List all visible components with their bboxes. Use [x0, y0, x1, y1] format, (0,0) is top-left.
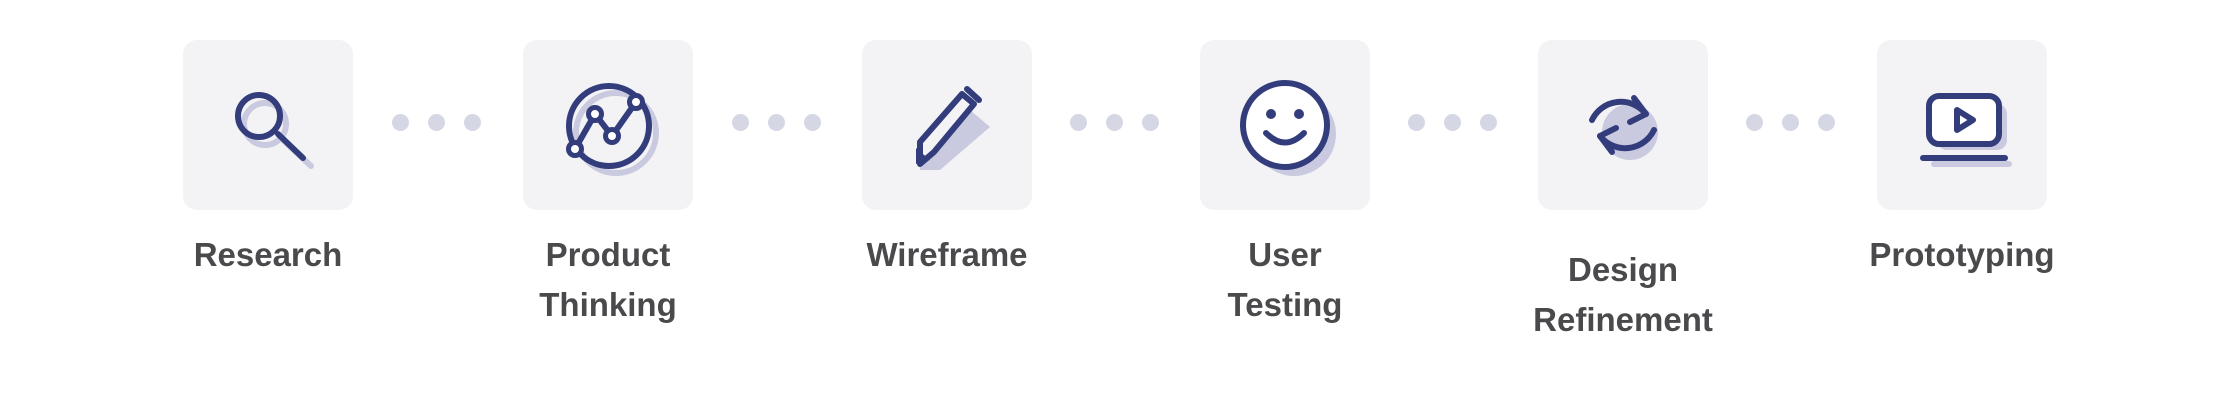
smiley-face-icon: [1240, 80, 1336, 176]
connector-dot: [1106, 114, 1123, 131]
step-wireframe: Wireframe: [862, 40, 1032, 273]
refresh-icon: [1589, 95, 1658, 160]
pencil-icon: [916, 86, 990, 170]
search-icon: [235, 92, 314, 169]
analytics-graph-icon: [566, 83, 659, 176]
step-tile: [523, 40, 693, 210]
step-prototyping: Prototyping: [1869, 40, 2055, 273]
laptop-play-icon: [1920, 93, 2012, 167]
connector-dot: [1070, 114, 1087, 131]
step-tile: [1538, 40, 1708, 210]
connector-dot: [804, 114, 821, 131]
step-tile: [862, 40, 1032, 210]
connector-dot: [1480, 114, 1497, 131]
connector-dots: [1746, 114, 1856, 134]
connector-dot: [1142, 114, 1159, 131]
step-user-testing: User Testing: [1200, 40, 1370, 323]
step-label: Design Refinement: [1533, 251, 1713, 338]
step-tile: [1200, 40, 1370, 210]
step-product-thinking: Product Thinking: [523, 40, 693, 323]
step-label: Research: [193, 236, 343, 273]
connector-dot: [1746, 114, 1763, 131]
connector-dots: [1408, 114, 1518, 134]
step-label: Wireframe: [866, 236, 1028, 273]
step-label: Product Thinking: [539, 236, 677, 323]
connector-dot: [732, 114, 749, 131]
connector-dots: [392, 114, 502, 134]
step-research: Research: [183, 40, 353, 273]
connector-dot: [464, 114, 481, 131]
connector-dot: [392, 114, 409, 131]
step-tile: [1877, 40, 2047, 210]
connector-dot: [1408, 114, 1425, 131]
step-label: User Testing: [1227, 236, 1343, 323]
connector-dot: [1444, 114, 1461, 131]
connector-dots: [732, 114, 842, 134]
connector-dot: [1818, 114, 1835, 131]
connector-dot: [768, 114, 785, 131]
step-tile: [183, 40, 353, 210]
connector-dots: [1070, 114, 1180, 134]
connector-dot: [1782, 114, 1799, 131]
step-label: Prototyping: [1869, 236, 2055, 273]
connector-dot: [428, 114, 445, 131]
step-design-refinement: Design Refinement: [1533, 40, 1713, 338]
